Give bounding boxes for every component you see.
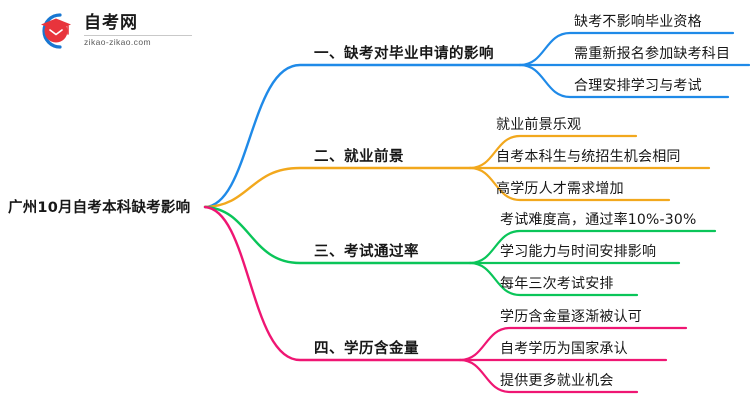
branch-3-connectors (203, 205, 717, 297)
root-node-label[interactable]: 广州10月自考本科缺考影响 (8, 200, 191, 216)
branch-label-4[interactable]: 四、学历含金量 (314, 341, 419, 357)
leaf-label-3-2[interactable]: 学习能力与时间安排影响 (500, 244, 657, 260)
leaf-label-3-3[interactable]: 每年三次考试安排 (500, 276, 614, 292)
leaf-label-1-2[interactable]: 需重新报名参加缺考科目 (574, 46, 731, 62)
leaf-label-4-3[interactable]: 提供更多就业机会 (500, 373, 614, 389)
logo-url: zikao-zikao.com (84, 37, 151, 48)
leaf-label-2-1[interactable]: 就业前景乐观 (496, 117, 582, 133)
graduation-cap-icon (41, 13, 71, 49)
logo-mark-icon (30, 9, 78, 53)
leaf-label-1-1[interactable]: 缺考不影响毕业资格 (574, 14, 702, 30)
branch-4-connectors (203, 205, 688, 394)
leaf-label-3-1[interactable]: 考试难度高，通过率10%-30% (500, 212, 697, 228)
leaf-label-2-3[interactable]: 高学历人才需求增加 (496, 181, 624, 197)
logo-title: 自考网 (84, 13, 138, 34)
leaf-label-4-1[interactable]: 学历含金量逐渐被认可 (500, 309, 642, 325)
branch-2-connectors (203, 134, 711, 209)
site-logo: 自考网 zikao-zikao.com (30, 8, 192, 54)
leaf-label-4-2[interactable]: 自考学历为国家承认 (500, 341, 628, 357)
branch-label-2[interactable]: 二、就业前景 (314, 149, 404, 165)
branch-1-connectors (203, 31, 750, 209)
branch-label-3[interactable]: 三、考试通过率 (314, 244, 419, 260)
logo-divider (84, 35, 192, 37)
leaf-label-2-2[interactable]: 自考本科生与统招生机会相同 (496, 149, 681, 165)
branch-label-1[interactable]: 一、缺考对毕业申请的影响 (314, 46, 494, 62)
logo-text-block: 自考网 zikao-zikao.com (84, 15, 192, 47)
leaf-label-1-3[interactable]: 合理安排学习与考试 (574, 78, 702, 94)
